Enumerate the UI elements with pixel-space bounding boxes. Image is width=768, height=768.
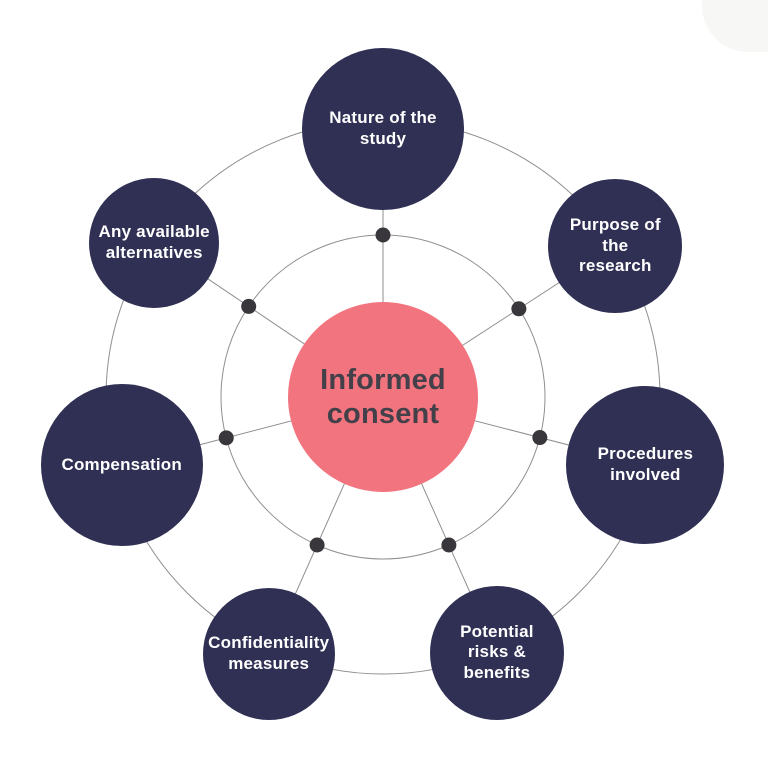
node-label: Purpose of the research — [569, 215, 661, 276]
node-purpose-of-the-research: Purpose of the research — [548, 179, 683, 314]
connector-dot-purpose-of-the-research — [511, 301, 527, 317]
node-procedures-involved: Procedures involved — [566, 385, 725, 544]
node-confidentiality-measures: Confidentiality measures — [202, 587, 335, 720]
node-any-available-alternatives: Any available alternatives — [89, 177, 220, 308]
connector-dot-nature-of-the-study — [375, 227, 391, 243]
connector-dot-potential-risks-benefits — [441, 537, 457, 553]
node-label: Any available alternatives — [98, 221, 210, 262]
hub-label: Informed consent — [320, 363, 446, 430]
node-label: Confidentiality measures — [208, 632, 330, 673]
node-label: Procedures involved — [597, 444, 694, 484]
node-nature-of-the-study: Nature of the study — [302, 48, 464, 210]
connector-dot-procedures-involved — [532, 430, 548, 446]
node-potential-risks-benefits: Potential risks & benefits — [429, 585, 564, 720]
connector-dot-confidentiality-measures — [309, 537, 325, 553]
node-label: Compensation — [61, 454, 182, 474]
connector-dot-compensation — [218, 430, 234, 446]
node-label: Potential risks & benefits — [460, 621, 534, 683]
connector-dot-any-available-alternatives — [241, 298, 257, 314]
node-label: Nature of the study — [329, 108, 437, 148]
hub-informed-consent: Informed consent — [288, 302, 478, 492]
node-compensation: Compensation — [40, 384, 203, 547]
